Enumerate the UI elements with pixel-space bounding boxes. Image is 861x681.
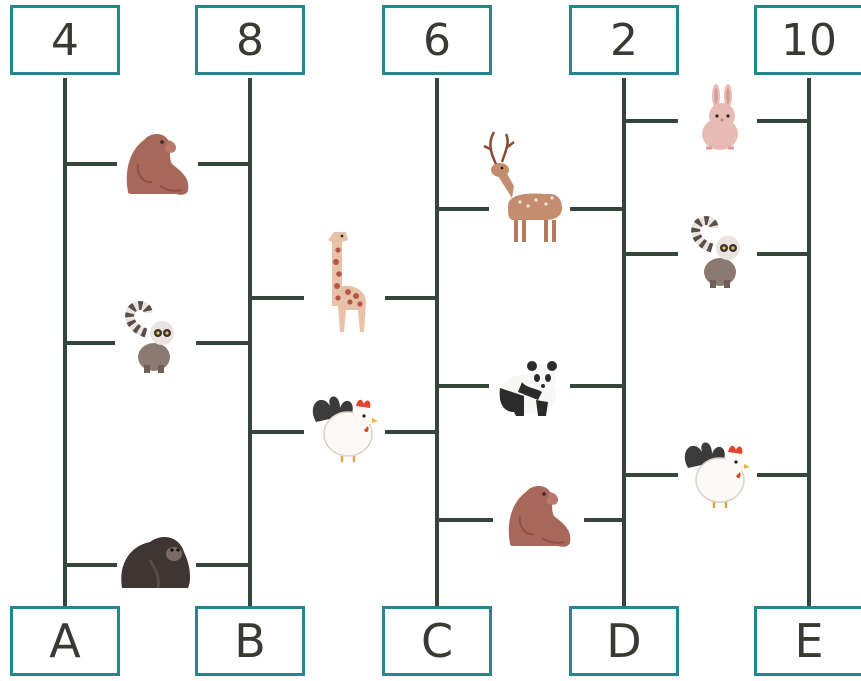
top-number: 2 [610,15,638,66]
rooster-icon [313,397,378,463]
bottom-letter: D [606,614,641,668]
bottom-box-D: D [569,606,679,676]
bottom-letter: A [49,614,80,668]
top-number: 8 [236,15,264,66]
top-box-4: 2 [569,5,679,75]
top-box-2: 8 [195,5,305,75]
top-box-1: 4 [10,5,120,75]
top-box-3: 6 [382,5,492,75]
top-number: 10 [781,15,837,66]
top-number: 4 [51,15,79,66]
top-box-5: 10 [754,5,861,75]
gorilla-icon [121,537,190,588]
bottom-box-B: B [195,606,305,676]
bottom-letter: E [794,614,823,668]
rooster-icon [685,443,750,509]
panda-icon [500,361,557,416]
lemur-icon [130,306,174,373]
lemur-icon [696,221,740,288]
bottom-letter: B [234,614,266,668]
deer-icon [484,132,562,242]
bottom-box-A: A [10,606,120,676]
rabbit-icon [702,84,738,150]
bottom-box-C: C [382,606,492,676]
giraffe-icon [328,232,366,332]
top-number: 6 [423,15,451,66]
sea-lion-icon [127,134,189,195]
bottom-letter: C [421,614,453,668]
sea-lion-icon [509,486,571,547]
bottom-box-E: E [754,606,861,676]
